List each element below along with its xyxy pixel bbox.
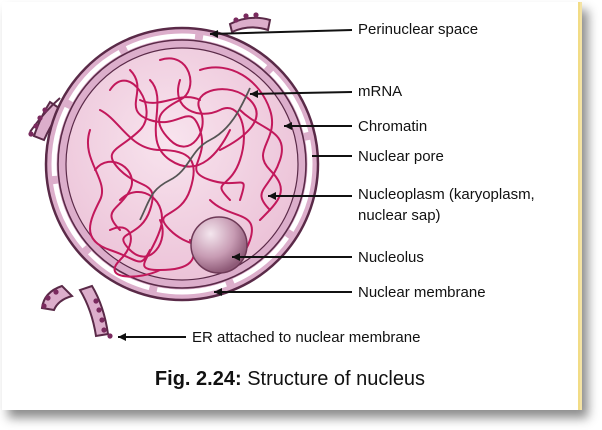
- label-perinuclear-space: Perinuclear space: [358, 21, 478, 38]
- nucleolus: [191, 217, 247, 273]
- label-chromatin: Chromatin: [358, 118, 427, 135]
- label-nucleoplasm-line1: Nucleoplasm (karyoplasm,: [358, 186, 535, 203]
- label-er: ER attached to nuclear membrane: [192, 329, 420, 346]
- caption-text: Structure of nucleus: [247, 368, 425, 390]
- label-mrna: mRNA: [358, 83, 402, 100]
- label-nuclear-pore: Nuclear pore: [358, 148, 444, 165]
- caption-number: Fig. 2.24:: [155, 368, 242, 390]
- label-nuclear-membrane: Nuclear membrane: [358, 284, 486, 301]
- figure-caption: Fig. 2.24: Structure of nucleus: [0, 368, 580, 391]
- label-nucleolus: Nucleolus: [358, 249, 424, 266]
- label-nucleoplasm-line2: nuclear sap): [358, 207, 441, 224]
